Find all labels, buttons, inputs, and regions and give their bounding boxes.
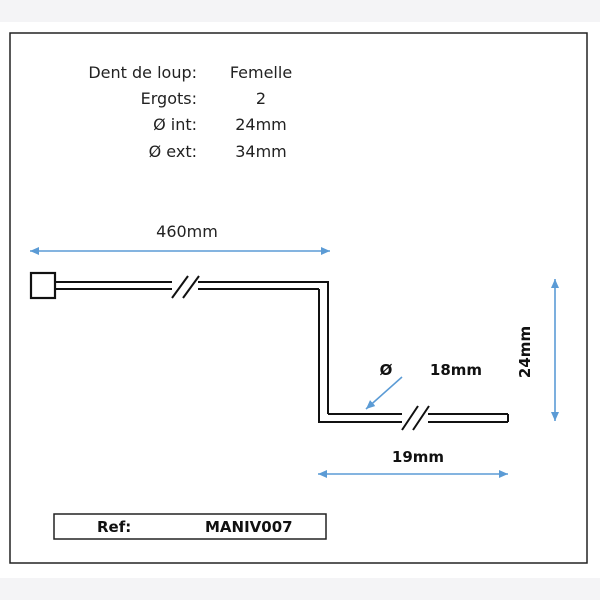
spec-label-inner-diameter: Ø int:: [153, 115, 197, 134]
reference-value: MANIV007: [205, 518, 293, 536]
lower-break-mark-a: [401, 405, 419, 431]
length-dimension: 460mm: [30, 222, 330, 255]
diameter-leader-arrow: [365, 376, 403, 410]
tip-length-dimension: 19mm: [318, 448, 508, 478]
offset-label: 24mm: [516, 326, 534, 378]
length-label: 460mm: [156, 222, 218, 241]
spec-label-lugs: Ergots:: [141, 89, 197, 108]
tip-length-label: 19mm: [392, 448, 444, 466]
diagram-frame: [9, 32, 588, 564]
reference-box: Ref: MANIV007: [53, 513, 327, 540]
spec-value-tooth: Femelle: [230, 63, 292, 82]
upper-break-mark-b: [182, 275, 200, 299]
crank-shape: [29, 271, 509, 431]
spec-value-lugs: 2: [256, 89, 266, 108]
spec-value-outer-diameter: 34mm: [235, 142, 287, 161]
reference-label: Ref:: [97, 518, 131, 536]
diameter-symbol: Ø: [380, 361, 393, 379]
shaft-diameter-callout: Ø 18mm: [365, 361, 482, 410]
spec-label-outer-diameter: Ø ext:: [149, 142, 197, 161]
riser-outer: [319, 281, 329, 414]
square-socket: [29, 271, 57, 300]
diameter-value: 18mm: [430, 361, 482, 379]
page-background: [0, 22, 600, 578]
reference-frame: [53, 513, 327, 540]
spec-label-tooth: Dent de loup:: [88, 63, 197, 82]
offset-dimension: 24mm: [516, 279, 559, 421]
spec-value-inner-diameter: 24mm: [235, 115, 287, 134]
spec-table: Dent de loup: Femelle Ergots: 2 Ø int: 2…: [88, 63, 292, 161]
lower-break-mark-b: [412, 405, 430, 431]
riser-inner: [318, 289, 328, 423]
upper-break-mark-a: [171, 275, 189, 299]
